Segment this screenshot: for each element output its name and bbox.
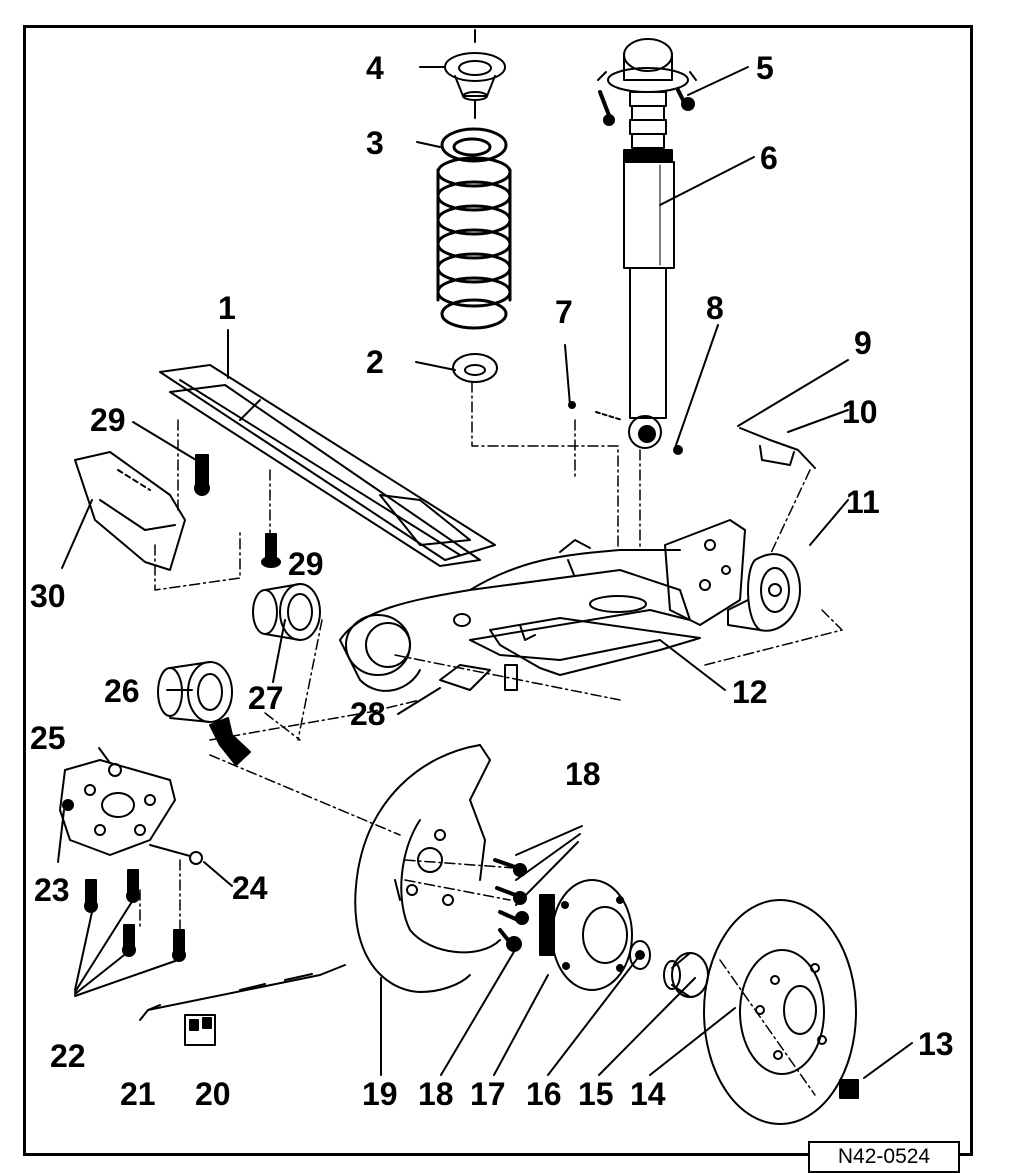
callout-2: 2	[366, 344, 384, 380]
coil-spring	[436, 127, 512, 330]
retaining-clip	[439, 664, 518, 691]
callout-25: 25	[30, 720, 66, 756]
callout-29-lower: 29	[288, 546, 324, 582]
callout-8: 8	[706, 290, 724, 326]
callout-26: 26	[104, 673, 140, 709]
callout-17: 17	[470, 1076, 506, 1112]
callout-3: 3	[366, 125, 384, 161]
bonded-rubber-bush-26	[157, 661, 251, 766]
plate-screws-22	[84, 869, 186, 962]
callout-1: 1	[218, 290, 236, 326]
callout-16: 16	[526, 1076, 562, 1112]
callout-9: 9	[854, 325, 872, 361]
lower-spring-seat	[452, 353, 498, 383]
reference-code-box: N42-0524	[808, 1141, 960, 1173]
stub-axle-mount	[664, 519, 801, 632]
brake-backing-plate	[354, 744, 501, 993]
callout-15: 15	[578, 1076, 614, 1112]
mounting-plate	[59, 759, 176, 856]
backing-plate-bolts	[493, 858, 529, 952]
mounting-bracket	[74, 451, 186, 571]
callout-22: 22	[50, 1038, 86, 1074]
callout-30: 30	[30, 578, 66, 614]
shock-lower-bolt	[568, 401, 683, 455]
callout-12: 12	[732, 674, 768, 710]
callout-6: 6	[760, 140, 778, 176]
callout-11: 11	[846, 484, 880, 520]
rubber-bush-27	[252, 583, 321, 641]
callout-20: 20	[195, 1076, 231, 1112]
alignment-lines	[139, 381, 843, 1096]
callout-18-lower: 18	[418, 1076, 454, 1112]
dust-cap	[663, 952, 709, 998]
shock-top-bolts	[598, 88, 695, 126]
callout-21: 21	[120, 1076, 156, 1112]
leader-lines	[57, 66, 913, 1079]
callout-24: 24	[232, 870, 268, 906]
heat-shield	[489, 617, 701, 676]
callout-13: 13	[918, 1026, 954, 1062]
wheel-hub	[539, 879, 633, 991]
speed-sensor-and-cable	[139, 964, 346, 1046]
brake-disc	[703, 899, 859, 1125]
hub-nut	[629, 940, 651, 970]
brake-line-clip	[739, 427, 816, 469]
callout-27: 27	[248, 680, 284, 716]
callout-19: 19	[362, 1076, 398, 1112]
callout-5: 5	[756, 50, 774, 86]
upper-spring-seat	[444, 29, 506, 119]
callout-7: 7	[555, 294, 573, 330]
plate-bolts	[62, 799, 203, 865]
callout-14: 14	[630, 1076, 666, 1112]
rear-axle-beam	[159, 364, 691, 692]
callout-4: 4	[366, 50, 384, 86]
shock-absorber	[597, 38, 697, 449]
callout-28: 28	[350, 696, 386, 732]
callout-18-upper: 18	[565, 756, 601, 792]
callout-10: 10	[842, 394, 878, 430]
callout-29-upper: 29	[90, 402, 126, 438]
diagram-frame	[23, 25, 973, 1156]
callout-23: 23	[34, 872, 70, 908]
mounting-bolts-29	[194, 454, 281, 568]
